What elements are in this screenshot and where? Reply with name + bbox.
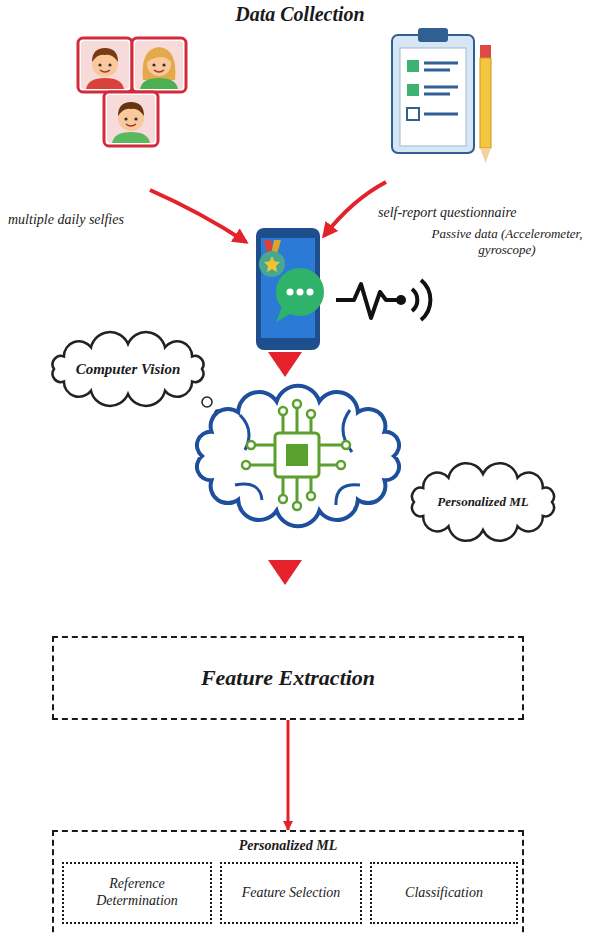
sensor-signal-icon	[336, 280, 430, 320]
questionnaire-icon	[424, 69, 450, 72]
questionnaire-icon	[407, 84, 419, 96]
selfie-icon	[108, 63, 111, 66]
node-label: Feature Selection	[242, 885, 341, 902]
thought-bubble	[202, 397, 212, 407]
selfie-icon	[78, 38, 132, 92]
selfie-icon	[92, 48, 118, 62]
pencil-icon	[480, 148, 491, 163]
selfie-icon	[152, 63, 155, 66]
selfie-icon	[118, 102, 144, 116]
process-group: Personalized ML Reference Determination Fe…	[52, 830, 524, 936]
flow-arrowhead	[268, 560, 302, 585]
brain-icon	[337, 461, 345, 469]
smartphone-icon	[297, 289, 304, 296]
selfie-icon	[100, 70, 110, 72]
section-title: Data Collection	[235, 2, 364, 26]
brain-icon	[307, 492, 315, 500]
selfie-icon	[112, 132, 150, 143]
selfie-icon	[104, 92, 158, 146]
selfie-icon	[86, 78, 124, 89]
node-label: Personalized ML	[437, 494, 528, 510]
step-box: Reference Determination	[62, 862, 212, 924]
selfie-icon	[132, 38, 186, 92]
sensor-signal-icon	[412, 289, 417, 311]
selfie-icon	[143, 47, 176, 80]
smartphone-icon	[307, 289, 314, 296]
thought-cloud: Computer Vision	[38, 330, 218, 408]
brain-icon	[286, 444, 308, 466]
questionnaire-icon	[392, 28, 474, 153]
selfie-icon	[126, 124, 136, 126]
pencil-icon	[480, 58, 491, 148]
brain-icon	[242, 400, 350, 510]
brain-icon	[242, 461, 250, 469]
input-arrow	[150, 190, 246, 242]
step-box: Feature Selection	[220, 862, 362, 924]
sensor-signal-icon	[396, 295, 406, 305]
brain-icon	[197, 386, 399, 526]
brain-icon	[279, 495, 287, 503]
node-label: Reference Determination	[87, 876, 187, 910]
questionnaire-icon	[424, 93, 450, 96]
smartphone-icon	[256, 228, 324, 350]
selfie-icon	[162, 63, 165, 66]
brain-icon	[275, 433, 319, 477]
process-box: Feature Extraction	[52, 636, 524, 720]
selfie-icon	[154, 70, 164, 72]
node-label: Classification	[405, 885, 483, 902]
brain-icon	[293, 502, 301, 510]
input-label: multiple daily selfies	[8, 212, 124, 229]
flow-arrow	[287, 720, 290, 830]
questionnaire-icon	[407, 60, 419, 72]
sensor-signal-icon	[336, 284, 397, 318]
brain-icon	[197, 386, 399, 526]
group-heading: Personalized ML	[239, 838, 337, 855]
selfie-icon	[132, 38, 186, 92]
pencil-icon	[480, 45, 491, 163]
smartphone-icon	[259, 251, 285, 277]
selfie-icon	[140, 78, 178, 89]
questionnaire-icon	[424, 86, 458, 89]
questionnaire-icon	[424, 62, 458, 65]
selfie-icon	[104, 92, 158, 146]
selfie-icon	[134, 117, 137, 120]
brain-icon	[293, 400, 301, 408]
node-label: Computer Vision	[76, 360, 181, 378]
node-label: Feature Extraction	[201, 665, 375, 691]
smartphone-icon	[287, 289, 294, 296]
selfie-icon	[124, 117, 127, 120]
input-label: self-report questionnaire	[378, 205, 517, 222]
selfie-icon	[98, 63, 101, 66]
questionnaire-icon	[392, 35, 474, 153]
flow-arrowhead	[268, 352, 302, 377]
sensor-signal-icon	[421, 280, 430, 320]
input-label: Passive data (Accelerometer, gyroscope)	[420, 226, 594, 257]
brain-icon	[307, 410, 315, 418]
brain-icon	[279, 407, 287, 415]
selfie-icon	[147, 49, 171, 62]
brain-icon	[250, 408, 342, 502]
brain-icon	[342, 441, 350, 449]
smartphone-icon	[276, 307, 292, 322]
cloud-outline	[412, 463, 554, 541]
thought-cloud: Personalized ML	[398, 460, 568, 544]
questionnaire-icon	[418, 28, 448, 42]
selfie-icon	[78, 38, 132, 92]
questionnaire-icon	[424, 113, 458, 116]
brain-icon	[247, 441, 255, 449]
questionnaire-icon	[400, 48, 466, 146]
step-box: Classification	[370, 862, 518, 924]
cloud-outline	[53, 332, 204, 406]
questionnaire-icon	[407, 108, 419, 120]
smartphone-icon	[264, 256, 280, 272]
input-arrow	[324, 182, 386, 236]
pencil-icon	[480, 45, 491, 58]
